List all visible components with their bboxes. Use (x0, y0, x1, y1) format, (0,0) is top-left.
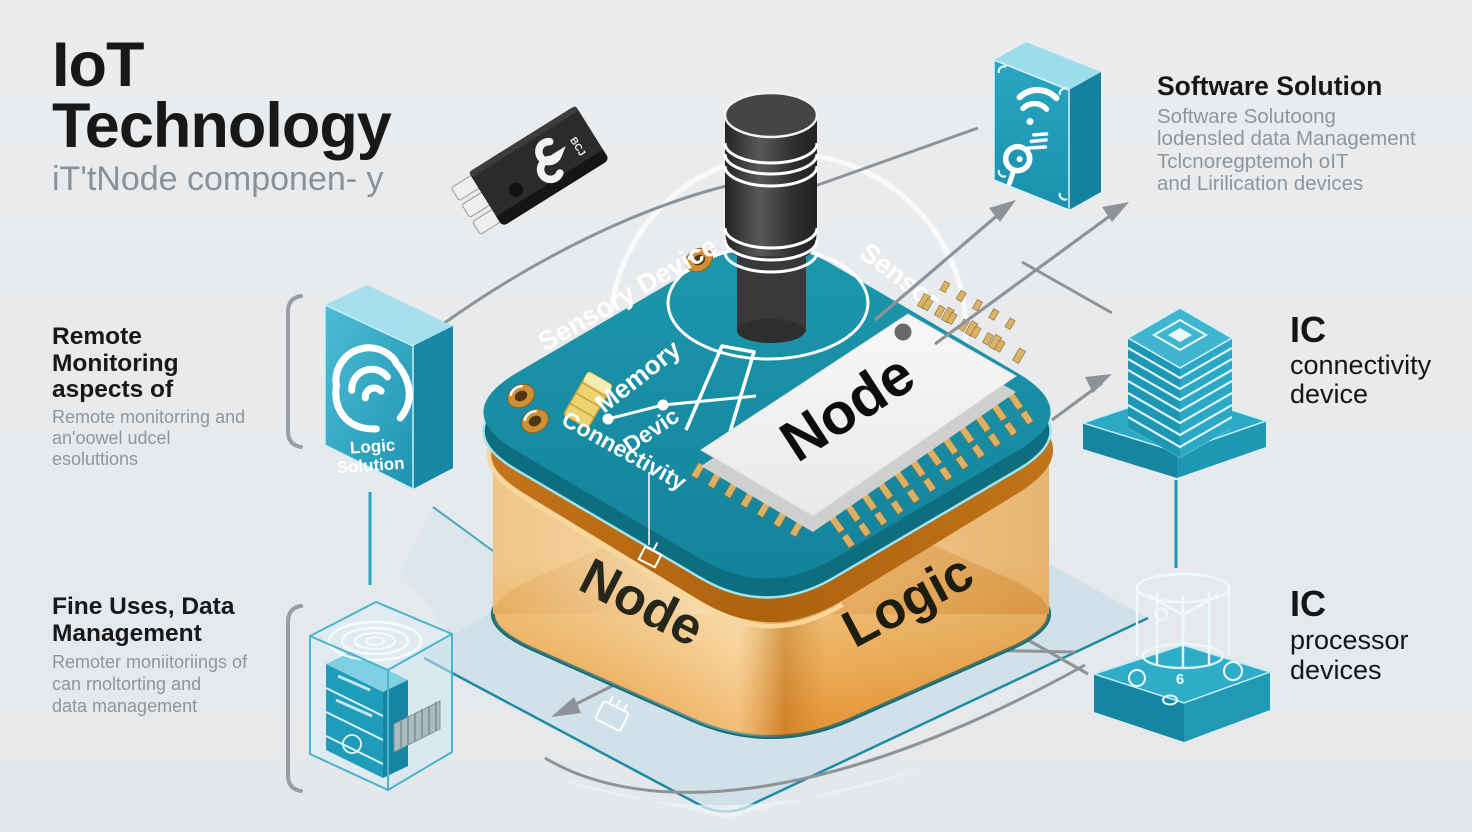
svg-text:Solution: Solution (336, 454, 405, 478)
svg-text:IC: IC (1290, 309, 1326, 350)
svg-text:Logic: Logic (349, 435, 396, 457)
svg-text:Remoter moniitoriings of: Remoter moniitoriings of (52, 652, 248, 672)
svg-text:Tclcnoregptemoh oIT: Tclcnoregptemoh oIT (1157, 150, 1349, 173)
svg-text:an'oowel udcel: an'oowel udcel (52, 428, 171, 448)
svg-text:IC: IC (1290, 583, 1326, 624)
svg-text:Technology: Technology (52, 91, 392, 161)
svg-text:6: 6 (1176, 671, 1184, 688)
svg-text:Remote monitorring and: Remote monitorring and (52, 407, 245, 427)
svg-text:and Lirilication devices: and Lirilication devices (1157, 172, 1363, 195)
svg-text:device: device (1290, 379, 1368, 409)
svg-text:iT'tNode componen- y: iT'tNode componen- y (52, 160, 384, 198)
svg-text:Software Solution: Software Solution (1157, 71, 1382, 101)
svg-text:Fine Uses, Data: Fine Uses, Data (52, 593, 235, 620)
svg-text:connectivity: connectivity (1290, 350, 1432, 380)
svg-text:devices: devices (1290, 655, 1382, 685)
svg-text:processor: processor (1290, 625, 1409, 655)
svg-text:esoluttions: esoluttions (52, 449, 138, 469)
svg-text:IoT: IoT (52, 30, 144, 100)
svg-text:data management: data management (52, 696, 197, 716)
svg-text:Monitoring: Monitoring (52, 350, 179, 377)
svg-text:can rnoltorting and: can rnoltorting and (52, 674, 201, 694)
svg-text:Management: Management (52, 620, 202, 647)
svg-text:aspects of: aspects of (52, 376, 174, 403)
svg-text:lodensled data Management: lodensled data Management (1157, 127, 1416, 150)
svg-text:Remote: Remote (52, 323, 142, 350)
svg-text:Software Solutoong: Software Solutoong (1157, 105, 1336, 128)
